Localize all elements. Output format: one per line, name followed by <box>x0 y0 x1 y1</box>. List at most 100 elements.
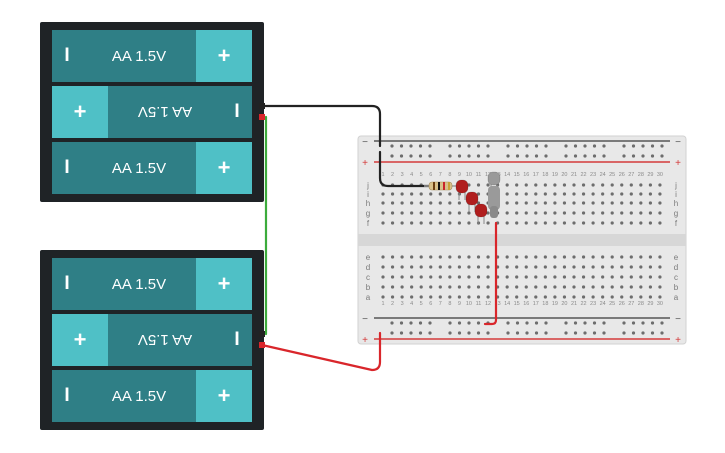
breadboard-hole[interactable] <box>591 221 595 225</box>
breadboard-hole[interactable] <box>562 183 567 187</box>
rail-hole[interactable] <box>515 154 520 158</box>
rail-hole[interactable] <box>602 331 606 335</box>
breadboard-hole[interactable] <box>562 265 567 269</box>
terminal-connector[interactable] <box>259 103 265 109</box>
rail-hole[interactable] <box>583 154 587 158</box>
breadboard-hole[interactable] <box>429 201 433 205</box>
breadboard-hole[interactable] <box>467 285 471 289</box>
breadboard-hole[interactable] <box>448 255 452 259</box>
rail-hole[interactable] <box>534 321 539 325</box>
breadboard-hole[interactable] <box>438 285 442 289</box>
rail-hole[interactable] <box>641 144 645 148</box>
breadboard-hole[interactable] <box>639 295 643 299</box>
breadboard-hole[interactable] <box>648 285 653 289</box>
breadboard-hole[interactable] <box>486 285 490 289</box>
led[interactable] <box>474 203 488 218</box>
rail-hole[interactable] <box>583 144 587 148</box>
breadboard-hole[interactable] <box>620 285 624 289</box>
breadboard-hole[interactable] <box>562 285 567 289</box>
breadboard-hole[interactable] <box>429 285 433 289</box>
rail-hole[interactable] <box>399 144 404 148</box>
breadboard-hole[interactable] <box>572 183 576 187</box>
breadboard-hole[interactable] <box>553 221 557 225</box>
breadboard-hole[interactable] <box>629 221 633 225</box>
breadboard-hole[interactable] <box>629 201 633 205</box>
breadboard-hole[interactable] <box>448 201 452 205</box>
breadboard-hole[interactable] <box>438 275 442 279</box>
breadboard-hole[interactable] <box>410 275 414 279</box>
breadboard-hole[interactable] <box>515 255 519 259</box>
breadboard-hole[interactable] <box>658 211 662 215</box>
breadboard-hole[interactable] <box>457 211 461 215</box>
breadboard-hole[interactable] <box>610 211 614 215</box>
breadboard-hole[interactable] <box>410 285 414 289</box>
breadboard-hole[interactable] <box>476 285 481 289</box>
rail-hole[interactable] <box>476 331 481 335</box>
breadboard-hole[interactable] <box>476 265 481 269</box>
rail-hole[interactable] <box>457 321 462 325</box>
breadboard-hole[interactable] <box>476 275 481 279</box>
rail-hole[interactable] <box>564 144 568 148</box>
breadboard-hole[interactable] <box>648 295 653 299</box>
breadboard-hole[interactable] <box>610 201 614 205</box>
breadboard-hole[interactable] <box>572 295 576 299</box>
breadboard-hole[interactable] <box>620 192 624 196</box>
rail-hole[interactable] <box>534 331 539 335</box>
breadboard-hole[interactable] <box>629 285 633 289</box>
breadboard-hole[interactable] <box>515 275 519 279</box>
breadboard-hole[interactable] <box>543 211 547 215</box>
breadboard-hole[interactable] <box>381 285 385 289</box>
rail-hole[interactable] <box>650 144 655 148</box>
rail-hole[interactable] <box>544 154 548 158</box>
breadboard-hole[interactable] <box>419 255 423 259</box>
breadboard-hole[interactable] <box>534 295 538 299</box>
breadboard-hole[interactable] <box>448 275 452 279</box>
breadboard-hole[interactable] <box>629 295 633 299</box>
breadboard-hole[interactable] <box>505 265 509 269</box>
rail-hole[interactable] <box>592 144 597 148</box>
rail-hole[interactable] <box>467 321 471 325</box>
rail-hole[interactable] <box>641 321 645 325</box>
rail-hole[interactable] <box>418 154 423 158</box>
breadboard-hole[interactable] <box>591 201 595 205</box>
breadboard-hole[interactable] <box>610 275 614 279</box>
breadboard-hole[interactable] <box>534 265 538 269</box>
rail-hole[interactable] <box>390 144 394 148</box>
breadboard-hole[interactable] <box>543 201 547 205</box>
breadboard-hole[interactable] <box>639 183 643 187</box>
breadboard-hole[interactable] <box>476 295 481 299</box>
breadboard-hole[interactable] <box>572 201 576 205</box>
rail-hole[interactable] <box>486 154 490 158</box>
breadboard-hole[interactable] <box>639 192 643 196</box>
breadboard-hole[interactable] <box>620 211 624 215</box>
breadboard-hole[interactable] <box>581 192 586 196</box>
breadboard-hole[interactable] <box>448 295 452 299</box>
rail-hole[interactable] <box>602 144 606 148</box>
rail-hole[interactable] <box>409 144 413 148</box>
breadboard-hole[interactable] <box>591 211 595 215</box>
breadboard-hole[interactable] <box>591 192 595 196</box>
breadboard-hole[interactable] <box>505 255 509 259</box>
breadboard-hole[interactable] <box>467 183 471 187</box>
rail-hole[interactable] <box>428 154 432 158</box>
rail-hole[interactable] <box>534 144 539 148</box>
breadboard-hole[interactable] <box>419 285 423 289</box>
rail-hole[interactable] <box>660 154 664 158</box>
breadboard-hole[interactable] <box>476 255 481 259</box>
breadboard-hole[interactable] <box>381 192 385 196</box>
breadboard-hole[interactable] <box>610 183 614 187</box>
breadboard-hole[interactable] <box>438 211 442 215</box>
breadboard-hole[interactable] <box>629 255 633 259</box>
breadboard-hole[interactable] <box>400 285 404 289</box>
breadboard-hole[interactable] <box>457 221 461 225</box>
rail-hole[interactable] <box>622 321 626 325</box>
rail-hole[interactable] <box>476 154 481 158</box>
breadboard-hole[interactable] <box>610 255 614 259</box>
breadboard-hole[interactable] <box>438 201 442 205</box>
rail-hole[interactable] <box>544 144 548 148</box>
breadboard-hole[interactable] <box>648 221 653 225</box>
rail-hole[interactable] <box>418 331 423 335</box>
breadboard-hole[interactable] <box>476 201 481 205</box>
breadboard-hole[interactable] <box>390 221 395 225</box>
breadboard-hole[interactable] <box>658 192 662 196</box>
